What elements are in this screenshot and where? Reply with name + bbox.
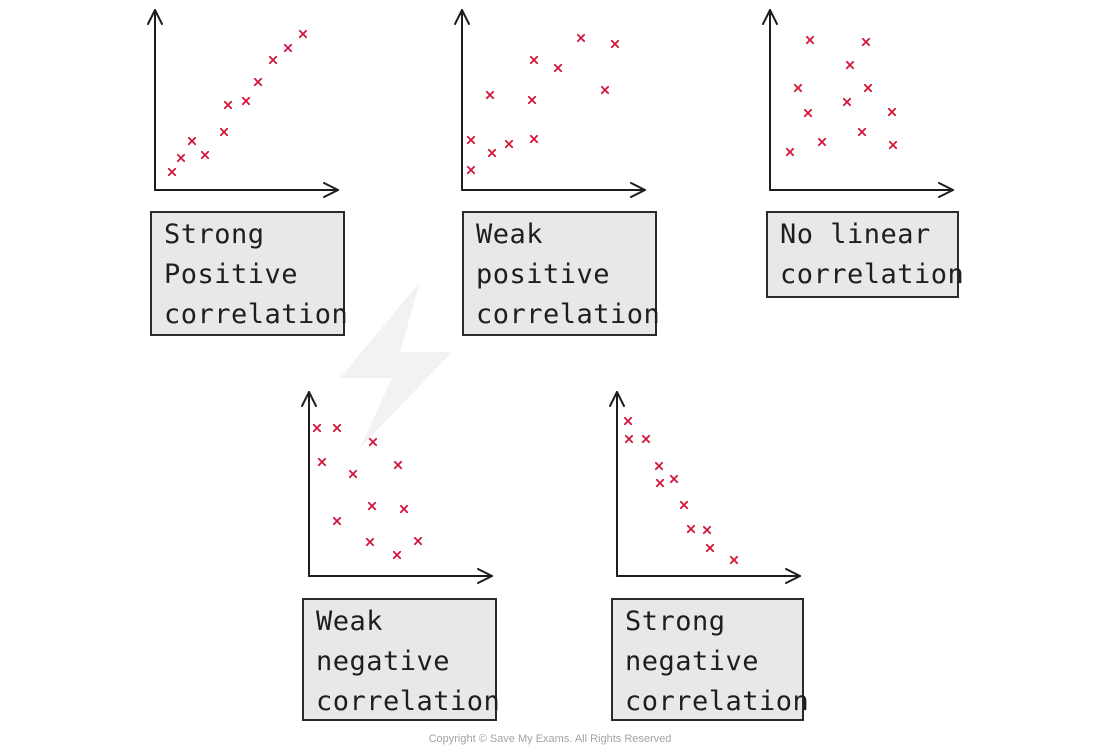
data-point: [686, 524, 696, 534]
data-point: [702, 525, 712, 535]
scatter-graph-weak-positive: [454, 9, 646, 198]
data-point: [393, 460, 403, 470]
data-point: [655, 478, 665, 488]
data-point: [312, 423, 322, 433]
data-point: [365, 537, 375, 547]
watermark-logo: [340, 282, 452, 448]
data-point: [529, 55, 539, 65]
data-point: [729, 555, 739, 565]
data-point: [368, 437, 378, 447]
data-point: [332, 423, 342, 433]
data-point: [298, 29, 308, 39]
label-strong-negative: Strong negative correlation: [611, 598, 809, 721]
scatter-graphs: [147, 9, 954, 584]
data-point: [504, 139, 514, 149]
data-point: [466, 165, 476, 175]
data-point: [576, 33, 586, 43]
data-point: [805, 35, 815, 45]
scatter-graph-no-linear: [762, 9, 954, 198]
data-point: [332, 516, 342, 526]
data-point: [268, 55, 278, 65]
watermark-bolt-icon: [340, 282, 452, 448]
x-axis-arrow: [630, 182, 646, 198]
data-point: [487, 148, 497, 158]
data-point: [842, 97, 852, 107]
data-point: [219, 127, 229, 137]
data-point: [861, 37, 871, 47]
scatter-graph-strong-negative: [609, 391, 801, 584]
data-point: [654, 461, 664, 471]
x-axis-arrow: [785, 568, 801, 584]
data-point: [529, 134, 539, 144]
data-point: [485, 90, 495, 100]
data-point: [888, 140, 898, 150]
data-point: [200, 150, 210, 160]
data-point: [527, 95, 537, 105]
data-point: [887, 107, 897, 117]
x-axis-arrow: [938, 182, 954, 198]
y-axis-arrow: [301, 391, 317, 407]
data-point: [793, 83, 803, 93]
y-axis-arrow: [762, 9, 778, 25]
data-point: [241, 96, 251, 106]
data-point: [223, 100, 233, 110]
scatter-graph-strong-positive: [147, 9, 339, 198]
scatter-graph-weak-negative: [301, 391, 493, 584]
data-point: [553, 63, 563, 73]
data-point: [845, 60, 855, 70]
data-point: [803, 108, 813, 118]
data-point: [669, 474, 679, 484]
y-axis-arrow: [454, 9, 470, 25]
data-point: [413, 536, 423, 546]
x-axis-arrow: [323, 182, 339, 198]
data-point: [399, 504, 409, 514]
label-strong-positive: Strong Positive correlation: [150, 211, 348, 336]
data-point: [176, 153, 186, 163]
copyright-text: Copyright © Save My Exams. All Rights Re…: [428, 733, 672, 745]
data-point: [392, 550, 402, 560]
data-point: [466, 135, 476, 145]
data-point: [167, 167, 177, 177]
data-point: [863, 83, 873, 93]
data-point: [817, 137, 827, 147]
label-no-linear: No linear correlation: [766, 211, 964, 298]
data-point: [253, 77, 263, 87]
data-point: [600, 85, 610, 95]
label-weak-negative: Weak negative correlation: [302, 598, 500, 721]
data-point: [610, 39, 620, 49]
label-weak-positive: Weak positive correlation: [462, 211, 660, 336]
data-point: [624, 434, 634, 444]
data-point: [367, 501, 377, 511]
data-point: [283, 43, 293, 53]
data-point: [679, 500, 689, 510]
data-point: [623, 416, 633, 426]
y-axis-arrow: [147, 9, 163, 25]
y-axis-arrow: [609, 391, 625, 407]
data-point: [785, 147, 795, 157]
data-point: [187, 136, 197, 146]
data-point: [348, 469, 358, 479]
data-point: [317, 457, 327, 467]
data-point: [641, 434, 651, 444]
x-axis-arrow: [477, 568, 493, 584]
data-point: [857, 127, 867, 137]
data-point: [705, 543, 715, 553]
